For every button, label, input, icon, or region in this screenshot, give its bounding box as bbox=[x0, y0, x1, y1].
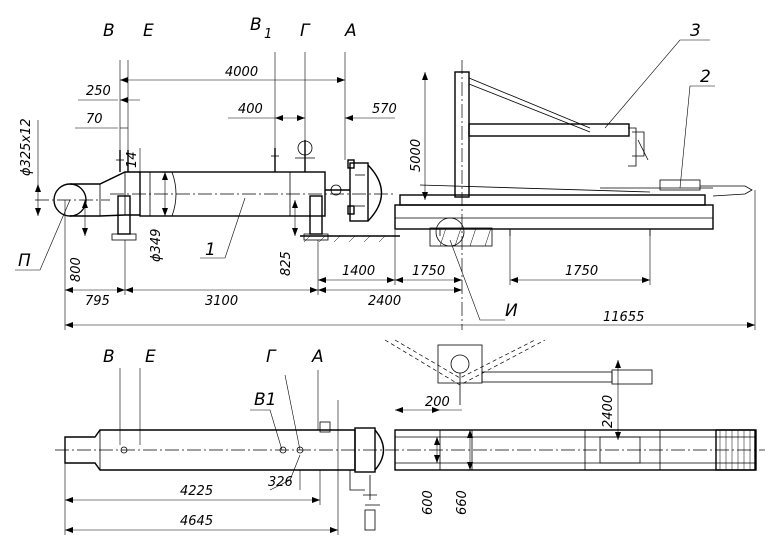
dim-825: 825 bbox=[279, 251, 294, 276]
leader-lines bbox=[15, 39, 715, 321]
label-a-bot: А bbox=[311, 347, 324, 367]
label-b1-sub-top: 1 bbox=[264, 27, 272, 42]
dim-800: 800 bbox=[69, 257, 84, 282]
label-p: П bbox=[18, 251, 31, 271]
dim-200: 200 bbox=[425, 395, 450, 410]
dim-4225: 4225 bbox=[180, 484, 213, 499]
dim-3100: 3100 bbox=[205, 294, 238, 309]
dim-5000: 5000 bbox=[409, 139, 424, 172]
dim-795: 795 bbox=[85, 294, 110, 309]
dim-4000: 4000 bbox=[225, 65, 258, 80]
flange-head bbox=[325, 159, 383, 222]
label-e-top: Е bbox=[143, 21, 154, 41]
nozzles bbox=[116, 148, 279, 172]
pipe-end-circle bbox=[35, 183, 110, 217]
dim-14: 14 bbox=[125, 151, 140, 168]
label-g-bot: Г bbox=[266, 347, 277, 367]
label-e-bot: Е bbox=[145, 347, 156, 367]
dim-11655: 11655 bbox=[603, 310, 644, 325]
dim-349: ϕ349 bbox=[149, 229, 164, 262]
supports bbox=[111, 195, 329, 241]
dim-570: 570 bbox=[372, 102, 397, 117]
dimension-lines-left bbox=[35, 120, 298, 236]
label-b-top: В bbox=[103, 21, 115, 41]
label-b-bot: В bbox=[103, 347, 115, 367]
label-g-top: Г bbox=[300, 21, 311, 41]
main-body-plan bbox=[55, 421, 765, 531]
front-view: В Е В 1 Г А 3 2 1 П И 4000 250 70 400 57… bbox=[15, 15, 756, 330]
plan-dimension-lines bbox=[64, 368, 473, 535]
dim-326: 326 bbox=[268, 475, 293, 490]
label-a-top: А bbox=[344, 21, 357, 41]
dimension-lines-bottom bbox=[64, 190, 756, 330]
label-1: 1 bbox=[205, 240, 216, 260]
dim-1750-b: 1750 bbox=[565, 264, 598, 279]
dim-600: 600 bbox=[421, 490, 436, 515]
valve-g bbox=[295, 140, 315, 172]
label-b1-top: В bbox=[250, 15, 262, 35]
dim-1750-a: 1750 bbox=[412, 264, 445, 279]
main-cylinder bbox=[110, 171, 395, 217]
label-3: 3 bbox=[690, 21, 701, 41]
frame-2 bbox=[394, 179, 753, 247]
label-2: 2 bbox=[700, 67, 711, 87]
dim-pipe: ϕ325х12 bbox=[19, 118, 34, 176]
dim-1400: 1400 bbox=[342, 264, 375, 279]
plan-view: В Е Г А В1 200 2400 4225 326 4645 600 66… bbox=[55, 339, 765, 535]
label-b1-bot: В1 bbox=[254, 390, 276, 410]
dim-250: 250 bbox=[86, 84, 111, 99]
dim-4645: 4645 bbox=[180, 514, 213, 529]
label-i: И bbox=[505, 301, 518, 321]
dim-660: 660 bbox=[455, 490, 470, 515]
frame-plan bbox=[394, 429, 757, 471]
dim-2400: 2400 bbox=[368, 294, 401, 309]
dim-400: 400 bbox=[238, 102, 263, 117]
dim-2400-v: 2400 bbox=[601, 395, 616, 428]
dimension-lines-top bbox=[75, 52, 428, 200]
crane-3 bbox=[454, 60, 649, 330]
dim-70: 70 bbox=[86, 112, 103, 127]
ground-hatch bbox=[300, 235, 400, 243]
crane-plan bbox=[384, 339, 653, 440]
